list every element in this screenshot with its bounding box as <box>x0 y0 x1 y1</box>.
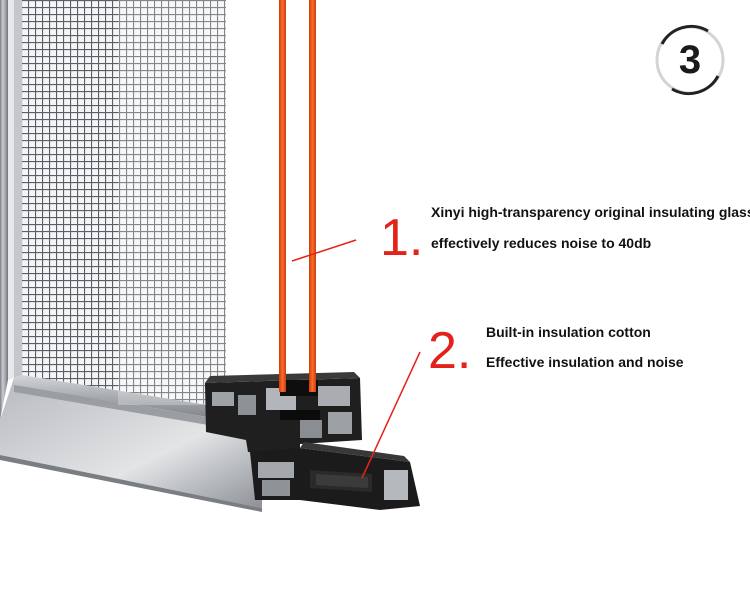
badge-ring <box>655 24 725 96</box>
numbered-circle-icon: 3 <box>654 24 726 96</box>
callout-1-number: 1. <box>380 209 424 267</box>
callout-2-line-1: Built-in insulation cotton <box>486 324 651 340</box>
callout-2-number: 2. <box>428 322 472 380</box>
callout-1-line-2: effectively reduces noise to 40db <box>431 235 652 251</box>
callout-1-line-1: Xinyi high-transparency original insulat… <box>431 204 750 220</box>
callout-2-line-2: Effective insulation and noise <box>486 354 684 370</box>
insulating-glass-edges <box>279 0 316 392</box>
insect-screen <box>14 0 226 428</box>
leader-line-2 <box>361 351 421 479</box>
thermal-break-profile <box>205 372 362 455</box>
frame-profile-lower <box>250 442 420 510</box>
leader-line-1 <box>291 239 357 262</box>
badge-number: 3 <box>678 38 702 82</box>
